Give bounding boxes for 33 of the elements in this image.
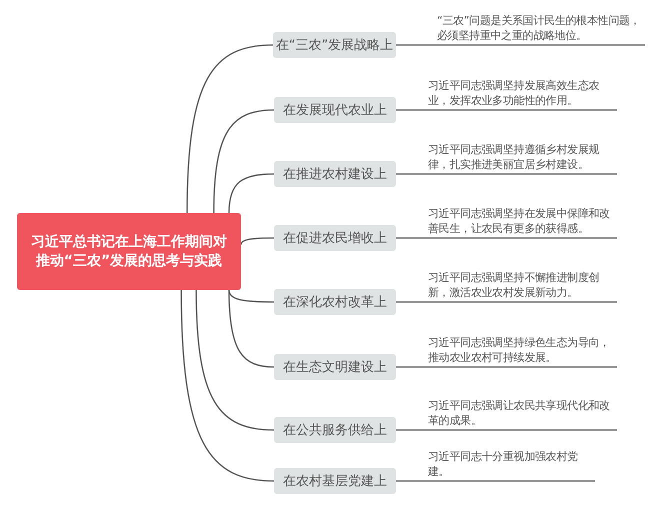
branch-curve (228, 173, 274, 214)
underline-connector (396, 301, 617, 303)
note-text: 习近平同志强调坚持在发展中保障和改善民生，让农民有更多的获得感。 (428, 206, 617, 238)
branch-topic-box: 在公共服务供给上 (274, 417, 396, 443)
branch-topic-box: 在促进农民增收上 (274, 225, 396, 251)
note-text: 习近平同志强调坚持发展高效生态农业，发挥农业多功能性的作用。 (428, 78, 617, 110)
underline-connector (396, 237, 617, 239)
underline-connector (396, 366, 617, 368)
branch-curve (240, 237, 274, 245)
underline-connector (396, 173, 617, 175)
note-text: 习近平同志强调坚持绿色生态为导向，推动农业农村可持续发展。 (428, 335, 617, 367)
branch-topic-box: 在生态文明建设上 (274, 354, 396, 380)
note-text: 习近平同志强调坚持遵循乡村发展规律，扎实推进美丽宜居乡村建设。 (428, 142, 617, 174)
underline-connector (396, 480, 595, 482)
branch-topic-box: 在“三农”发展战略上 (273, 32, 396, 58)
central-topic-box: 习近平总书记在上海工作期间对推动“三农”发展的思考与实践 (17, 213, 241, 290)
branch-topic-box: 在农村基层党建上 (274, 468, 396, 494)
note-text: “三农”问题是关系国计民生的根本性问题，必须坚持重中之重的战略地位。 (437, 13, 645, 45)
branch-curve (196, 290, 274, 431)
branch-topic-box: 在推进农村建设上 (274, 161, 396, 187)
note-text: 习近平同志强调坚持不懈推进制度创新，激活农业农村发展新动力。 (428, 270, 617, 302)
underline-connector (396, 109, 617, 111)
branch-curve (186, 44, 274, 214)
branch-curve (213, 109, 274, 214)
underline-connector (396, 44, 645, 46)
underline-connector (396, 429, 617, 431)
branch-curve (228, 290, 274, 368)
branch-topic-box: 在深化农村改革上 (274, 289, 396, 315)
branch-curve (180, 290, 274, 482)
branch-curve (228, 290, 274, 303)
note-text: 习近平同志强调让农民共享现代化和改革的成果。 (428, 398, 617, 430)
branch-topic-box: 在发展现代农业上 (274, 97, 396, 123)
note-text: 习近平同志十分重视加强农村党建。 (428, 449, 595, 481)
